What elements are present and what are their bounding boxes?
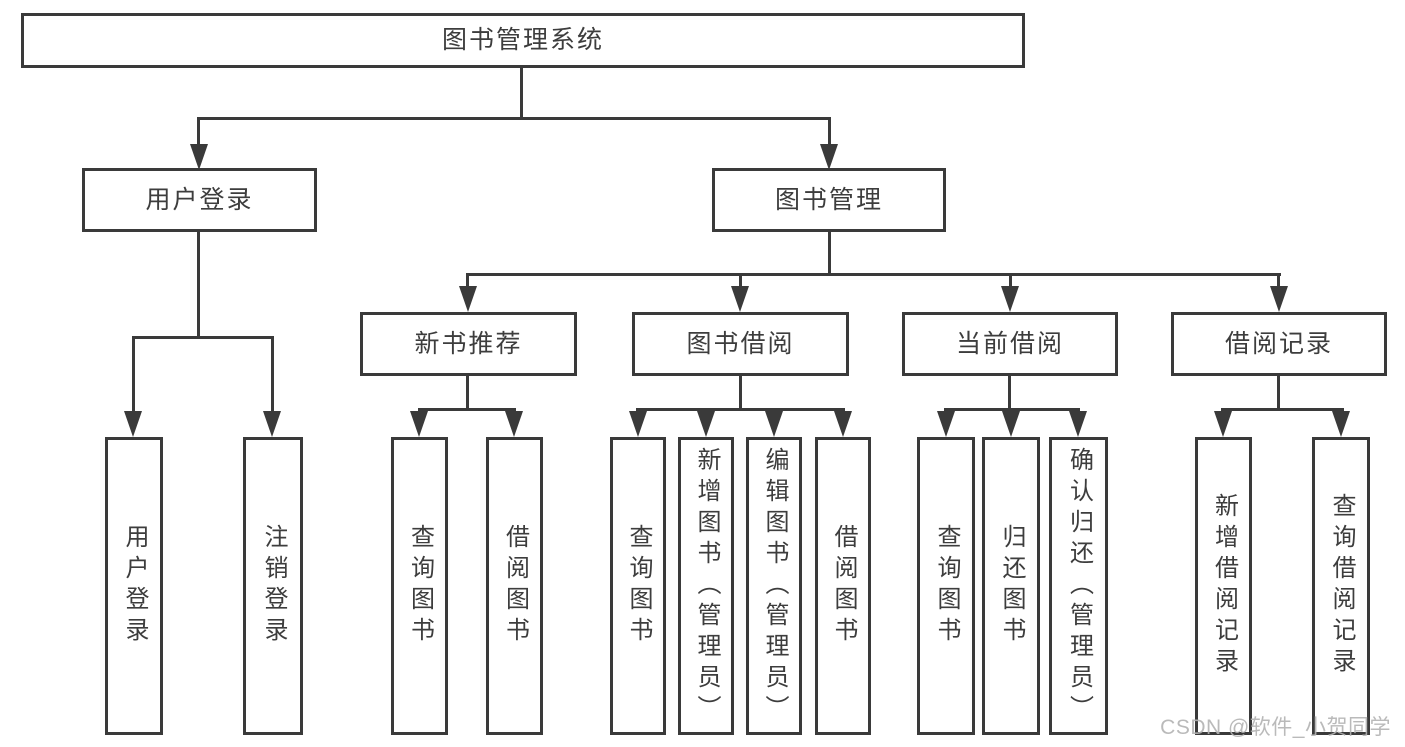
connector-line: [132, 336, 274, 339]
csdn-watermark: CSDN @软件_小贺同学: [1160, 716, 1391, 739]
arrow-down-icon: [1001, 286, 1019, 312]
leaf-label: 查询借阅记录: [1328, 493, 1355, 679]
node-user-login: 用户登录: [82, 168, 317, 232]
arrow-down-icon: [1332, 411, 1350, 437]
node-label: 图书管理系统: [441, 26, 604, 54]
connector-line: [1277, 376, 1280, 408]
arrow-down-icon: [124, 411, 142, 437]
leaf-label: 新增图书（管理员）: [693, 446, 720, 726]
connector-line: [739, 273, 742, 287]
node-label: 图书借阅: [686, 329, 795, 358]
leaf-borrow-books: 借阅图书: [815, 437, 871, 735]
leaf-add-borrow-record: 新增借阅记录: [1195, 437, 1252, 735]
arrow-down-icon: [765, 411, 783, 437]
node-label: 当前借阅: [955, 329, 1064, 358]
leaf-label: 确认归还（管理员）: [1065, 446, 1093, 726]
arrow-down-icon: [1270, 286, 1288, 312]
node-current-borrowing: 当前借阅: [902, 312, 1118, 376]
connector-line: [466, 273, 1281, 276]
node-library-management-system: 图书管理系统: [21, 13, 1025, 68]
node-book-management: 图书管理: [712, 168, 946, 232]
arrow-down-icon: [410, 411, 428, 437]
connector-line: [197, 232, 200, 336]
connector-line: [418, 408, 516, 411]
connector-line: [271, 336, 274, 412]
arrow-down-icon: [937, 411, 955, 437]
node-borrowing-records: 借阅记录: [1171, 312, 1387, 376]
leaf-query-books-recommend: 查询图书: [391, 437, 448, 735]
leaf-label: 查询图书: [406, 524, 434, 648]
leaf-return-book: 归还图书: [982, 437, 1040, 735]
connector-line: [944, 408, 1080, 411]
node-label: 新书推荐: [414, 329, 523, 358]
node-new-book-recommend: 新书推荐: [360, 312, 577, 376]
arrow-down-icon: [1069, 411, 1087, 437]
leaf-user-login: 用户登录: [105, 437, 163, 735]
leaf-query-books-current: 查询图书: [917, 437, 975, 735]
connector-line: [466, 376, 469, 408]
connector-line: [466, 273, 469, 287]
leaf-confirm-return-admin: 确认归还（管理员）: [1049, 437, 1108, 735]
connector-line: [1277, 273, 1280, 287]
node-book-borrowing: 图书借阅: [632, 312, 849, 376]
leaf-label: 编辑图书（管理员）: [761, 446, 788, 726]
leaf-label: 查询图书: [625, 524, 652, 648]
leaf-label: 借阅图书: [501, 524, 529, 648]
arrow-down-icon: [505, 411, 523, 437]
connector-line: [828, 117, 831, 145]
connector-line: [1009, 273, 1012, 287]
arrow-down-icon: [820, 144, 838, 170]
node-label: 借阅记录: [1224, 329, 1333, 358]
connector-line: [520, 68, 523, 117]
connector-line: [1008, 376, 1011, 408]
leaf-logout: 注销登录: [243, 437, 303, 735]
leaf-query-books-borrow: 查询图书: [610, 437, 666, 735]
connector-line: [636, 408, 845, 411]
leaf-label: 借阅图书: [830, 524, 857, 648]
arrow-down-icon: [834, 411, 852, 437]
connector-line: [197, 117, 831, 120]
connector-line: [1221, 408, 1344, 411]
arrow-down-icon: [263, 411, 281, 437]
leaf-label: 注销登录: [260, 524, 287, 648]
arrow-down-icon: [1002, 411, 1020, 437]
leaf-label: 归还图书: [998, 524, 1025, 648]
node-label: 图书管理: [774, 185, 883, 214]
arrow-down-icon: [190, 144, 208, 170]
leaf-label: 新增借阅记录: [1210, 493, 1238, 679]
arrow-down-icon: [731, 286, 749, 312]
connector-line: [132, 336, 135, 412]
connector-line: [828, 232, 831, 273]
connector-line: [739, 376, 742, 408]
leaf-add-book-admin: 新增图书（管理员）: [678, 437, 734, 735]
arrow-down-icon: [1214, 411, 1232, 437]
leaf-query-borrow-record: 查询借阅记录: [1312, 437, 1370, 735]
connector-line: [197, 117, 200, 145]
arrow-down-icon: [629, 411, 647, 437]
node-label: 用户登录: [145, 185, 254, 214]
leaf-label: 查询图书: [933, 524, 960, 648]
arrow-down-icon: [697, 411, 715, 437]
arrow-down-icon: [459, 286, 477, 312]
leaf-label: 用户登录: [121, 524, 148, 648]
leaf-edit-book-admin: 编辑图书（管理员）: [746, 437, 802, 735]
leaf-borrow-books-recommend: 借阅图书: [486, 437, 543, 735]
